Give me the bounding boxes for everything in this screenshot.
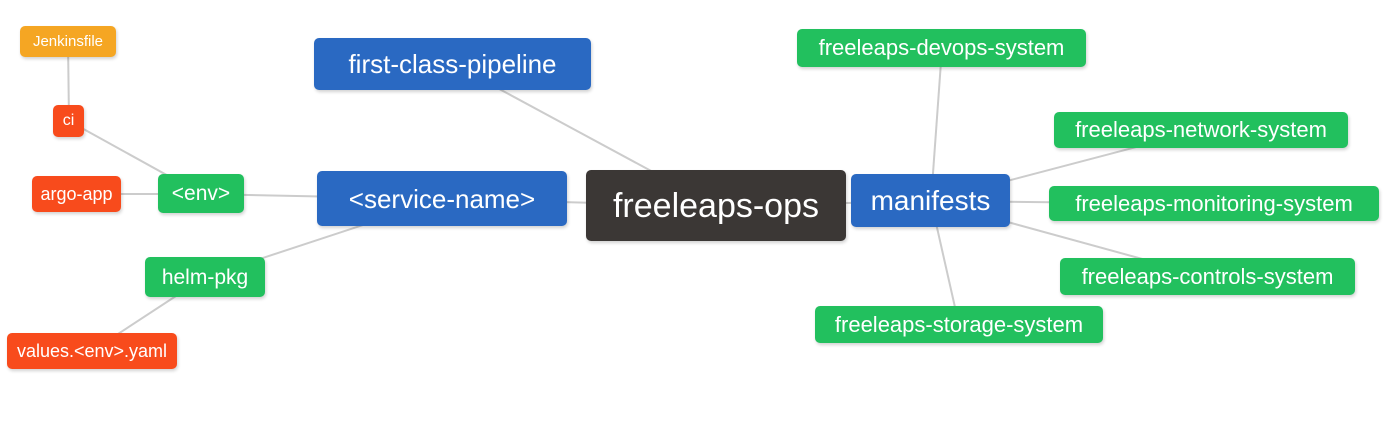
node-freeleaps-devops-system[interactable]: freeleaps-devops-system [797, 29, 1086, 67]
node-freeleaps-storage-system[interactable]: freeleaps-storage-system [815, 306, 1103, 343]
node-freeleaps-monitoring-system[interactable]: freeleaps-monitoring-system [1049, 186, 1379, 221]
node-ci[interactable]: ci [53, 105, 84, 137]
node-service-name[interactable]: <service-name> [317, 171, 567, 226]
node-freeleaps-ops[interactable]: freeleaps-ops [586, 170, 846, 241]
node-env[interactable]: <env> [158, 174, 244, 213]
node-jenkinsfile[interactable]: Jenkinsfile [20, 26, 116, 57]
node-helm-pkg[interactable]: helm-pkg [145, 257, 265, 297]
node-values-env-yaml[interactable]: values.<env>.yaml [7, 333, 177, 369]
node-first-class-pipeline[interactable]: first-class-pipeline [314, 38, 591, 90]
node-manifests[interactable]: manifests [851, 174, 1010, 227]
node-freeleaps-controls-system[interactable]: freeleaps-controls-system [1060, 258, 1355, 295]
node-freeleaps-network-system[interactable]: freeleaps-network-system [1054, 112, 1348, 148]
node-argo-app[interactable]: argo-app [32, 176, 121, 212]
